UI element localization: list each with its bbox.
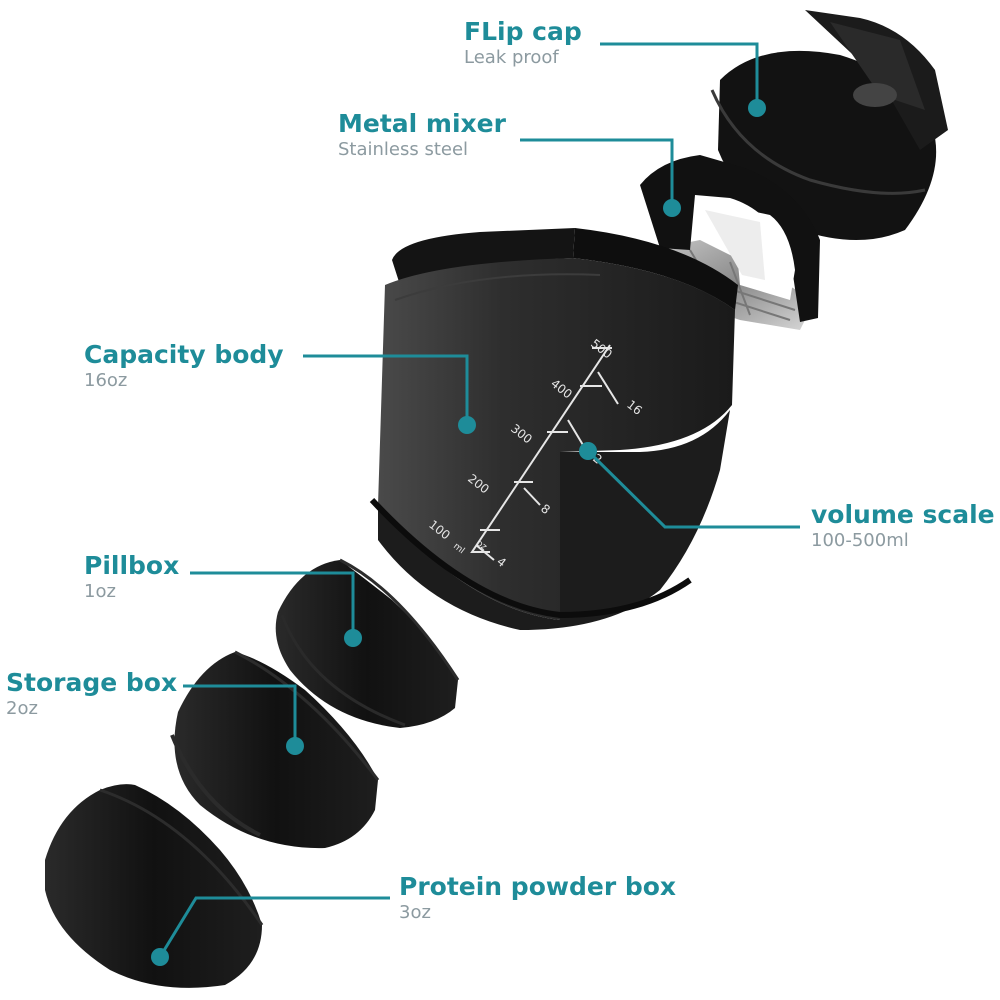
label-pillbox: Pillbox 1oz (84, 551, 179, 603)
dot-pillbox (344, 629, 362, 647)
protein-box-illustration (45, 784, 264, 988)
callout-flip-cap (600, 42, 759, 108)
storage-box-subtitle: 2oz (6, 698, 38, 719)
storage-box-title: Storage box (6, 668, 178, 697)
callout-pillbox (190, 571, 355, 638)
label-storage-box: Storage box 2oz (6, 668, 177, 720)
callout-dots (151, 99, 766, 966)
capacity-body-subtitle: 16oz (84, 370, 128, 391)
label-metal-mixer: Metal mixer Stainless steel (338, 109, 506, 161)
callout-lines (158, 42, 800, 958)
label-protein-box: Protein powder box 3oz (399, 872, 676, 924)
label-flip-cap: FLip cap Leak proof (464, 17, 582, 69)
volume-scale-markings (470, 344, 619, 561)
protein-box-subtitle: 3oz (399, 902, 431, 923)
volume-scale-title: volume scale (811, 500, 995, 529)
label-volume-scale: volume scale 100-500ml (811, 500, 995, 552)
callout-metal-mixer (520, 138, 674, 208)
pillbox-illustration (275, 558, 460, 728)
callout-capacity-body (303, 354, 469, 425)
label-capacity-body: Capacity body 16oz (84, 340, 284, 392)
dot-storage-box (286, 737, 304, 755)
volume-scale-subtitle: 100-500ml (811, 530, 909, 551)
flip-cap-subtitle: Leak proof (464, 47, 559, 68)
protein-box-title: Protein powder box (399, 872, 677, 901)
callout-volume-scale (586, 449, 800, 529)
dot-protein-box (151, 948, 169, 966)
capacity-body-illustration: 500 400 300 200 100 ml 16 12 8 4 oz (369, 228, 738, 630)
metal-mixer-subtitle: Stainless steel (338, 139, 469, 160)
dot-flip-cap (748, 99, 766, 117)
pillbox-title: Pillbox (84, 551, 180, 580)
pillbox-subtitle: 1oz (84, 581, 116, 602)
dot-capacity-body (458, 416, 476, 434)
storage-box-illustration (170, 650, 380, 849)
flip-cap-title: FLip cap (464, 17, 582, 46)
callout-storage-box (183, 684, 297, 746)
capacity-body-title: Capacity body (84, 340, 284, 369)
dot-volume-scale (579, 442, 597, 460)
callout-protein-box (158, 896, 390, 958)
metal-mixer-title: Metal mixer (338, 109, 506, 138)
dot-metal-mixer (663, 199, 681, 217)
